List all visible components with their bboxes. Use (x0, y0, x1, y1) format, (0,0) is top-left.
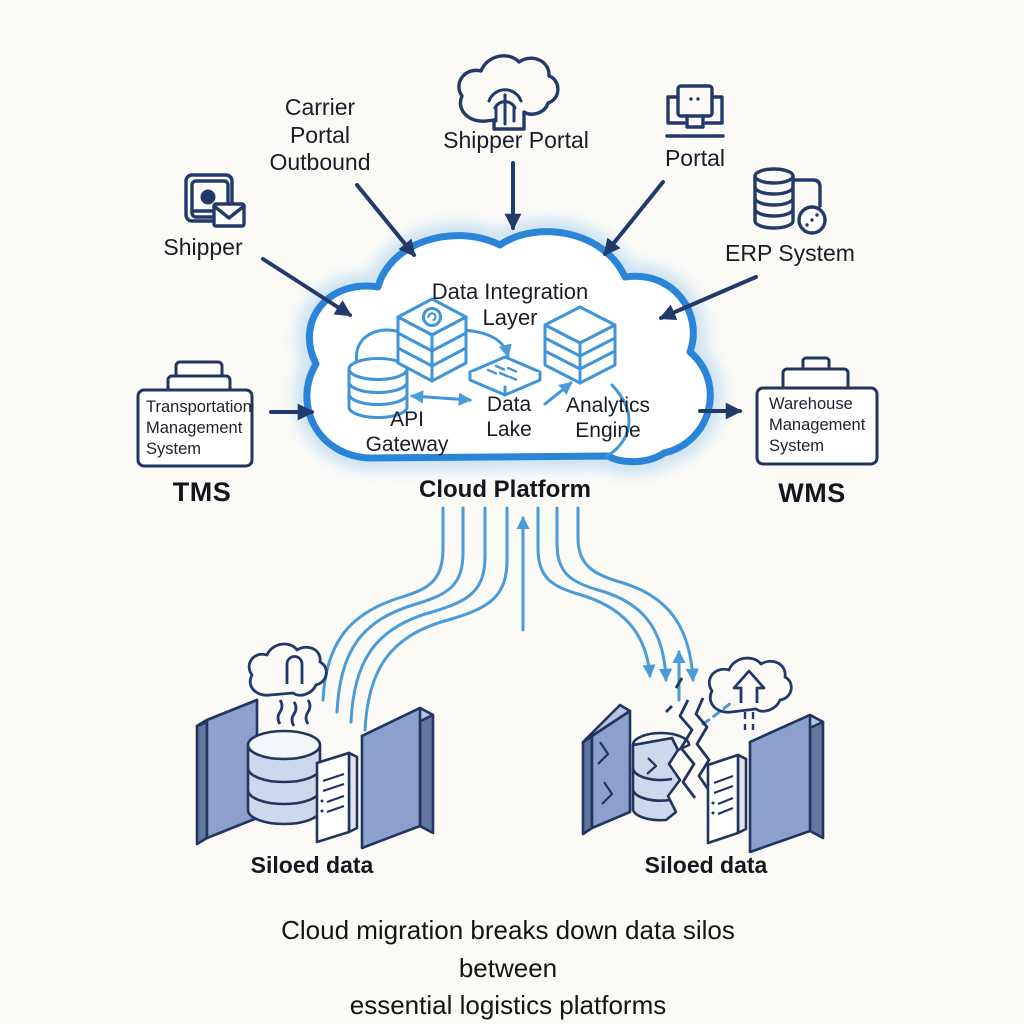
flow-line-left-4 (363, 506, 509, 732)
silo-group-right (581, 656, 825, 854)
wall-panel-right2 (748, 713, 825, 854)
wms-briefcase-box (755, 356, 879, 466)
crack-gap (665, 677, 712, 799)
erp-system-label: ERP System (725, 240, 855, 266)
cloud-signal-icon (457, 54, 560, 131)
flow-lines (321, 506, 733, 732)
flow-line-left-3 (349, 506, 487, 724)
api-gateway-label: API Gateway (365, 408, 449, 457)
flow-line-left-1 (321, 506, 445, 702)
connector-integration-to-datalake (460, 328, 512, 358)
cracked-wall-panel (581, 703, 632, 836)
connector-datalake-to-analytics (543, 381, 573, 406)
cracked-database-stack (631, 731, 691, 822)
analytics-engine-icon (543, 305, 617, 385)
source-icons (184, 54, 827, 235)
tms-label: TMS (172, 477, 232, 507)
database-stack (246, 729, 322, 826)
arrow-erp-to-cloud (658, 275, 758, 321)
shipper-portal-label: Shipper Portal (443, 127, 589, 153)
wms-label: WMS (778, 478, 846, 508)
arrow-carrier-to-cloud (355, 183, 416, 257)
shipper-label: Shipper (163, 234, 243, 260)
data-lake-label: Data Lake (486, 393, 532, 442)
flow-dashed-to-cloud (701, 701, 733, 726)
flow-arrow-right-3 (576, 506, 699, 682)
cloud-platform-label: Cloud Platform (419, 476, 591, 503)
connector-gateway-datalake (410, 390, 472, 406)
carrier-portal-label: Carrier Portal Outbound (269, 94, 371, 176)
tms-briefcase-box (136, 360, 254, 468)
monitor-icon (665, 84, 725, 138)
flow-arrow-right-2 (555, 506, 673, 682)
wms-box-text: Warehouse Management System (769, 395, 866, 455)
wall-panel-left (195, 698, 259, 846)
upload-cloud-icon (707, 656, 793, 730)
rain-cloud-icon (247, 642, 328, 727)
photo-mail-icon (184, 173, 246, 228)
data-lake-icon (468, 355, 542, 397)
system-boxes (136, 356, 879, 468)
siloed-data-right-label: Siloed data (644, 852, 768, 878)
arrow-portal-to-cloud (603, 180, 665, 256)
wall-panel-right (360, 706, 435, 850)
database-link-icon (753, 167, 827, 235)
cloud-internal-icons (347, 297, 631, 458)
tms-box-text: Transportation Management System (146, 398, 252, 458)
flow-arrow-right-1 (536, 506, 656, 678)
flow-line-left-2 (335, 506, 465, 714)
connector-analytics-sweep (605, 383, 631, 458)
siloed-data-left-label: Siloed data (250, 852, 374, 878)
squiggle-1 (276, 699, 284, 725)
analytics-engine-label: Analytics Engine (565, 394, 651, 443)
server-tower2 (706, 753, 748, 845)
squiggle-3 (304, 699, 312, 725)
arrow-shipper-to-cloud (261, 257, 353, 317)
integration-server-icon (396, 297, 468, 383)
squiggle-2 (290, 701, 298, 727)
diagram-caption: Cloud migration breaks down data silos b… (281, 915, 735, 1021)
server-tower (315, 751, 359, 844)
data-integration-layer-label: Data Integration Layer (431, 279, 589, 331)
portal-label: Portal (664, 145, 726, 171)
silo-group-left (195, 642, 435, 850)
input-arrows (261, 161, 758, 421)
